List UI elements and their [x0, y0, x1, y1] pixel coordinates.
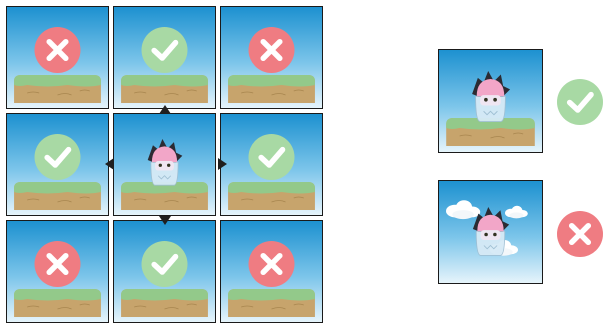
tile-top-right: [220, 6, 323, 109]
cross-icon: [557, 211, 603, 257]
checkmark-icon: [142, 241, 188, 287]
checkmark-icon: [249, 134, 295, 180]
arrow-down-icon: [159, 216, 171, 225]
ground-platform: [228, 75, 315, 103]
ground-platform: [121, 75, 208, 103]
cross-icon: [35, 241, 81, 287]
tile-top-center: [113, 6, 216, 109]
tile-center: [113, 113, 216, 216]
ground-platform: [14, 182, 101, 210]
checkmark-icon: [557, 79, 603, 125]
checkmark-icon: [142, 27, 188, 73]
tile-bottom-left: [6, 220, 109, 323]
ground-platform: [14, 289, 101, 317]
ground-platform: [228, 289, 315, 317]
checkmark-icon: [35, 134, 81, 180]
example-on-ground-checkmark-icon: [556, 78, 604, 126]
cross-icon: [249, 27, 295, 73]
example-in-clouds-cross-icon: [556, 210, 604, 258]
arrow-up-icon: [159, 105, 171, 114]
tile-bottom-center: [113, 220, 216, 323]
arrow-right-icon: [218, 158, 227, 170]
ground-platform: [121, 182, 208, 210]
ground-platform: [14, 75, 101, 103]
example-on-ground: [438, 49, 543, 153]
ground-platform: [228, 182, 315, 210]
ground-platform: [446, 118, 535, 146]
tile-middle-left: [6, 113, 109, 216]
tile-middle-right: [220, 113, 323, 216]
ground-platform: [121, 289, 208, 317]
example-in-clouds: [438, 180, 543, 284]
arrow-left-icon: [105, 158, 114, 170]
cross-icon: [35, 27, 81, 73]
cross-icon: [249, 241, 295, 287]
tile-top-left: [6, 6, 109, 109]
tile-bottom-right: [220, 220, 323, 323]
